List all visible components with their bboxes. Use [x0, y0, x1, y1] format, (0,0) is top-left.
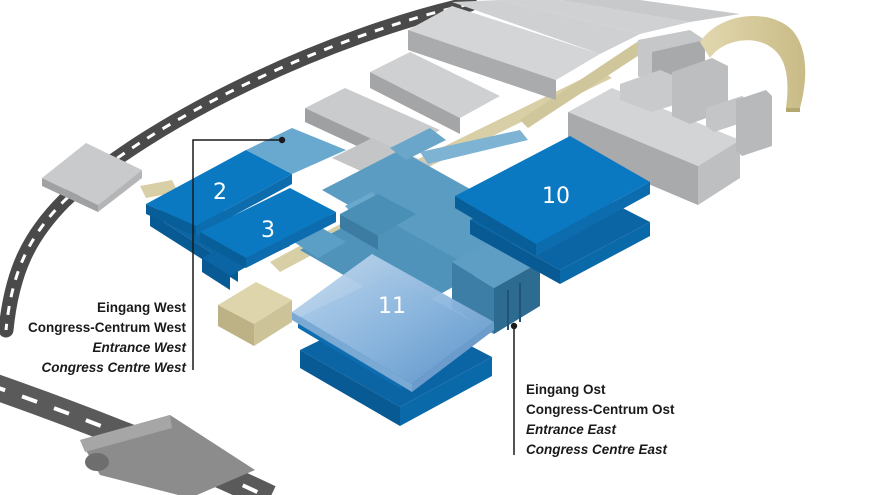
congress-west-de: Congress-Centrum West: [27, 320, 186, 335]
arc-building: [700, 16, 806, 112]
hall-2-label[interactable]: 2: [213, 180, 227, 205]
hall-11-label[interactable]: 11: [378, 294, 406, 319]
hall-10-label[interactable]: 10: [542, 184, 570, 209]
entrance-west-de: Eingang West: [96, 300, 186, 315]
hall-11-block: [292, 254, 494, 426]
entrance-east-en: Entrance East: [526, 422, 617, 437]
west-entrance-block: [218, 282, 292, 346]
congress-east-en: Congress Centre East: [526, 442, 668, 457]
leader-lines: [192, 136, 518, 455]
entrance-west-callout[interactable]: Eingang West Congress-Centrum West Entra…: [28, 298, 186, 378]
hall-10-block: [455, 136, 650, 284]
entrance-east-de: Eingang Ost: [526, 382, 606, 397]
congress-west-en: Congress Centre West: [41, 360, 186, 375]
west-pavilion: [42, 143, 142, 212]
congress-east-de: Congress-Centrum Ost: [526, 402, 675, 417]
entrance-west-en: Entrance West: [92, 340, 186, 355]
grey-halls: [305, 0, 772, 205]
hall-3-label[interactable]: 3: [261, 218, 275, 243]
entrance-east-callout[interactable]: Eingang Ost Congress-Centrum Ost Entranc…: [526, 380, 675, 460]
station-building: [80, 415, 255, 495]
hall-3-block: [200, 188, 336, 290]
